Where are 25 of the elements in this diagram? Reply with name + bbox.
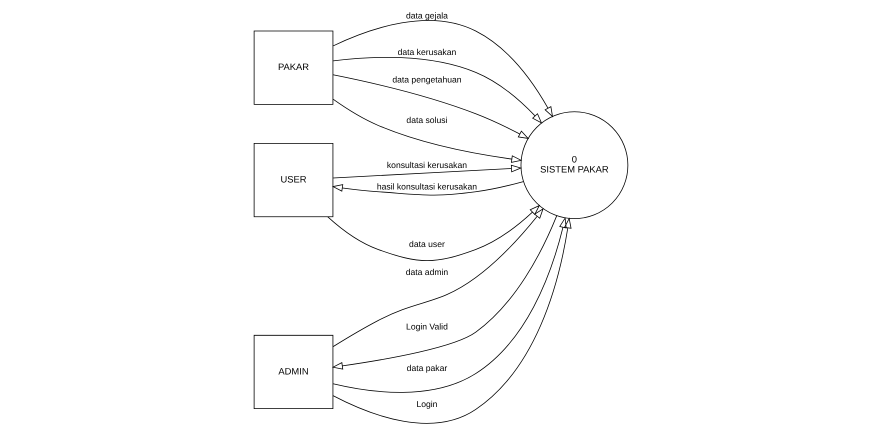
edge-label: data pengetahuan	[392, 74, 462, 84]
arrow	[332, 74, 530, 139]
arrow	[327, 204, 540, 262]
node-box: PAKAR	[254, 30, 334, 105]
node-box: ADMIN	[254, 334, 334, 410]
edge-label: hasil konsultasi kerusakan	[376, 181, 478, 192]
arrow	[332, 56, 542, 124]
arrow	[332, 20, 554, 118]
edge-label: Login Valid	[406, 322, 448, 332]
edge-label: data solusi	[406, 114, 448, 125]
edge-label: data kerusakan	[398, 47, 456, 58]
arrow	[332, 164, 522, 178]
node-box: USER	[254, 142, 334, 218]
edge-label: konsultasi kerusakan	[386, 160, 468, 170]
edge-label: data gejala	[406, 10, 448, 20]
edge-label: Login	[416, 398, 438, 409]
arrow	[332, 216, 567, 393]
arrow	[332, 208, 544, 348]
edge-label: data pakar	[406, 363, 448, 374]
arrow	[332, 215, 558, 370]
arrow	[332, 98, 522, 163]
arrow	[332, 217, 572, 424]
edge-label: data admin	[406, 267, 448, 278]
edge-label: data user	[409, 238, 445, 249]
arrow	[332, 181, 524, 196]
